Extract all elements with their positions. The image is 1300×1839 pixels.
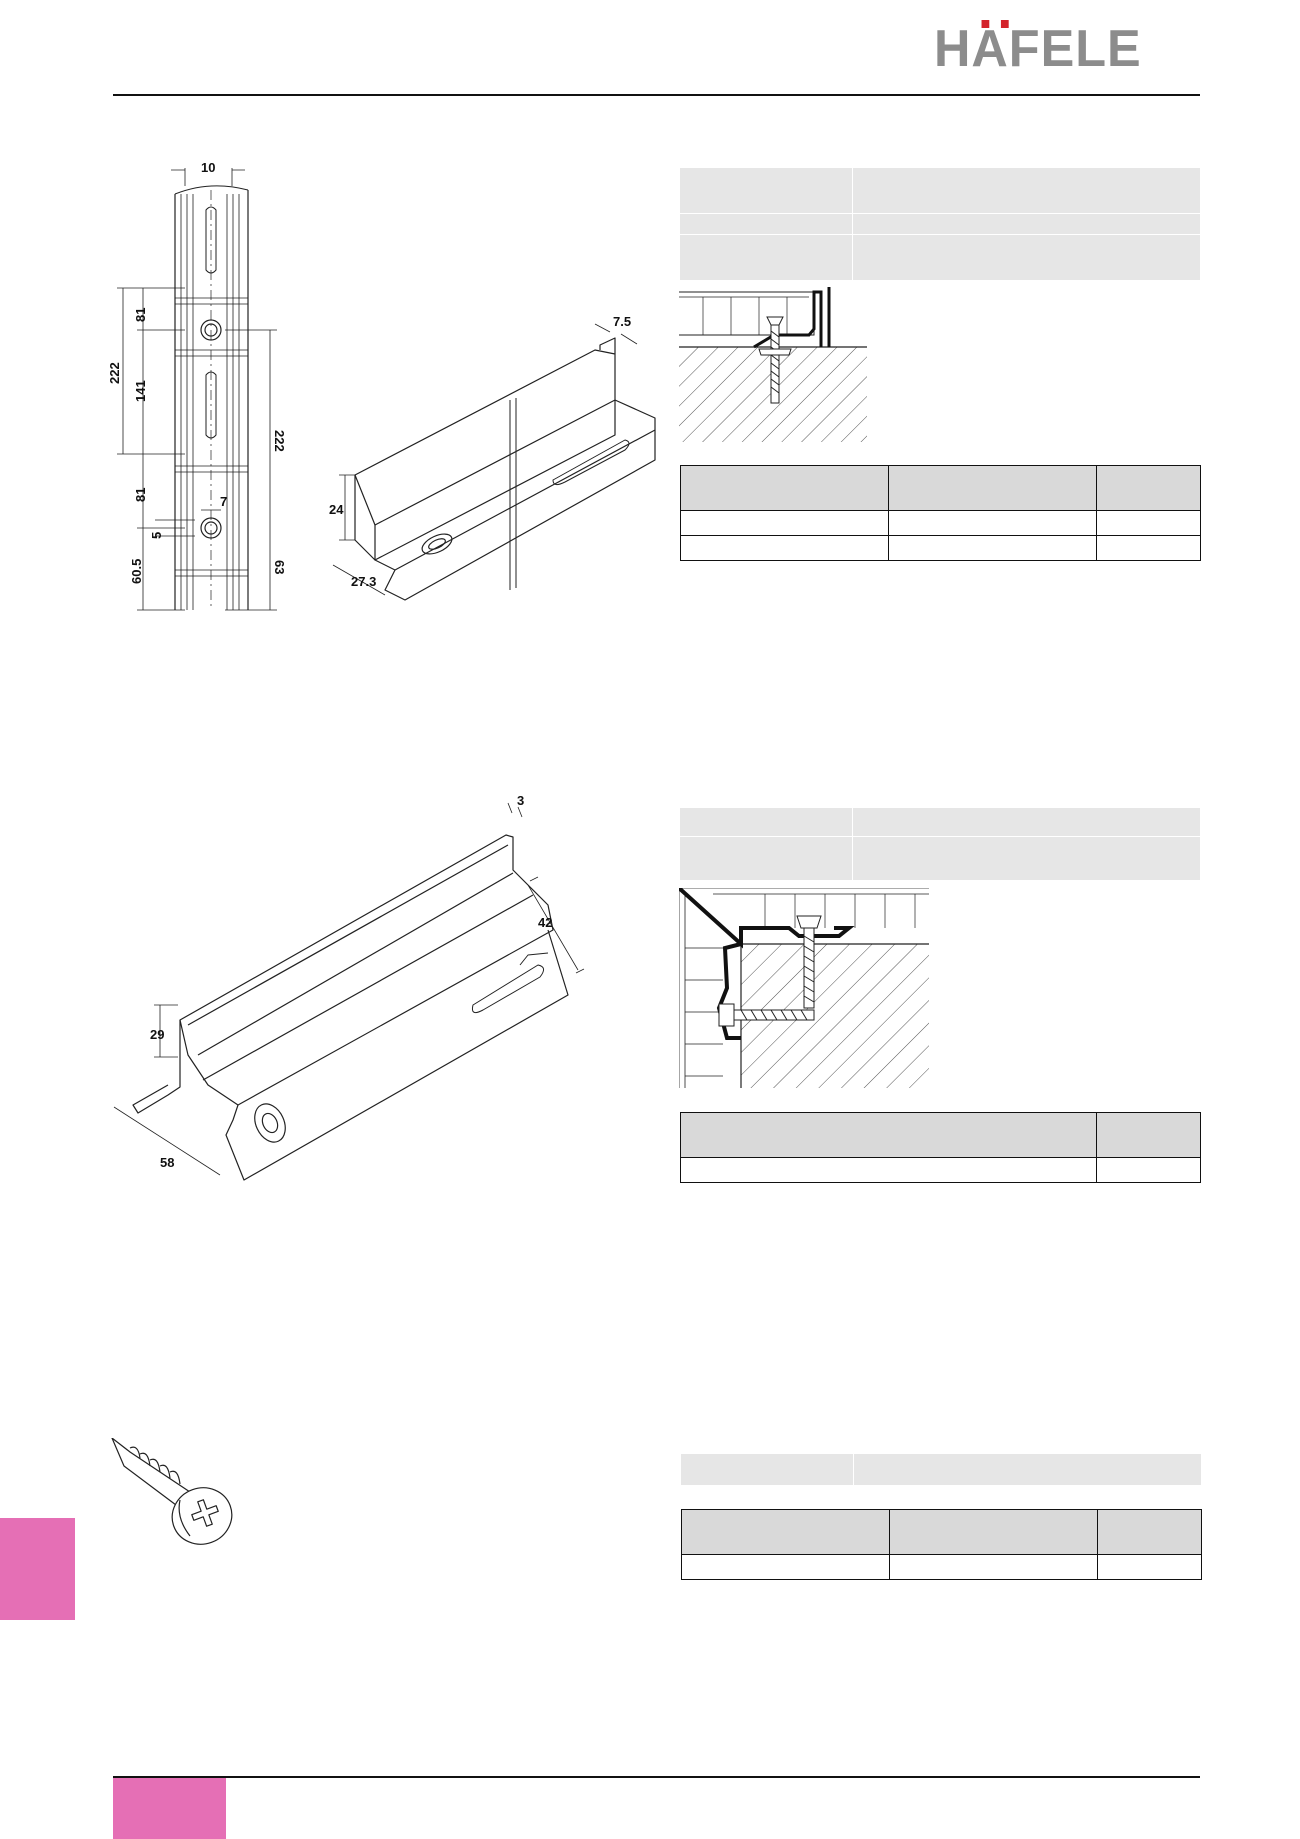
dim-label: 60.5 <box>129 559 144 584</box>
mounting-detail-2-svg <box>679 888 929 1088</box>
dim-label: 5 <box>149 532 164 539</box>
table-cell <box>680 510 889 536</box>
dim-label: 27.3 <box>351 574 376 589</box>
table-header-cell <box>680 1112 1097 1158</box>
screw-drawing <box>110 1438 260 1548</box>
table-cell <box>1096 510 1201 536</box>
header-row-line <box>680 234 1200 235</box>
footer-tab <box>113 1778 226 1839</box>
dim-label: 7 <box>220 494 227 509</box>
dim-label: 10 <box>201 160 215 175</box>
table-cell <box>889 1554 1098 1580</box>
logo-letter-a: A <box>971 20 1009 78</box>
table-cell <box>680 1157 1097 1183</box>
dim-label: 7.5 <box>613 314 631 329</box>
footer-rule <box>113 1776 1200 1778</box>
table-header-cell <box>680 465 889 511</box>
info-header-1 <box>680 168 1200 280</box>
header-divider <box>852 168 853 280</box>
table-header-cell <box>681 1509 890 1555</box>
header-row-line <box>680 836 1200 837</box>
profile-front-svg: 10 81 222 141 222 81 7 5 60.5 63 <box>107 160 287 611</box>
table-cell <box>1096 535 1201 561</box>
mounting-detail-1-svg <box>679 287 867 442</box>
dim-label: 63 <box>272 560 287 574</box>
info-header-2 <box>680 808 1200 880</box>
dim-label: 58 <box>160 1155 174 1170</box>
screw-svg <box>111 1438 233 1545</box>
dim-label: 29 <box>150 1027 164 1042</box>
table-header-row <box>681 1509 1202 1555</box>
header-rule <box>113 94 1200 96</box>
table-cell <box>1097 1554 1202 1580</box>
header-divider <box>853 1454 854 1485</box>
table-cell <box>888 535 1097 561</box>
table-row <box>680 535 1201 561</box>
profile-iso-svg: 7.5 24 27.3 <box>329 314 656 601</box>
dim-label: 222 <box>107 362 122 384</box>
table-row <box>680 510 1201 536</box>
table-cell <box>681 1554 890 1580</box>
spec-table-2 <box>680 1112 1201 1183</box>
table-row <box>680 1157 1201 1183</box>
dim-label: 81 <box>133 488 148 502</box>
mounting-detail-1 <box>679 287 869 442</box>
profile-front-drawing: 10 81 222 141 222 81 7 5 60.5 63 <box>105 150 295 620</box>
mounting-detail-2 <box>679 888 929 1088</box>
dim-label: 42 <box>538 915 552 930</box>
table-header-row <box>680 465 1201 511</box>
table-header-cell <box>888 465 1097 511</box>
table-cell <box>888 510 1097 536</box>
dim-label: 3 <box>517 795 524 808</box>
spec-table-1 <box>680 465 1201 561</box>
table-row <box>681 1554 1202 1580</box>
table-header-cell <box>1096 1112 1201 1158</box>
table-cell <box>1096 1157 1201 1183</box>
corner-profile-svg: 3 42 29 58 <box>113 795 585 1181</box>
table-header-cell <box>1097 1509 1202 1555</box>
corner-profile-drawing: 3 42 29 58 <box>108 795 598 1195</box>
header-divider <box>852 808 853 880</box>
table-header-cell <box>1096 465 1201 511</box>
table-header-cell <box>889 1509 1098 1555</box>
section-tab <box>0 1518 75 1620</box>
spec-table-3 <box>681 1509 1202 1580</box>
dim-label: 141 <box>133 380 148 402</box>
header-row-line <box>680 213 1200 214</box>
table-cell <box>680 535 889 561</box>
logo-umlaut <box>979 20 1009 28</box>
dim-label: 24 <box>329 502 344 517</box>
profile-iso-drawing: 7.5 24 27.3 <box>325 310 670 610</box>
info-header-3 <box>681 1454 1201 1485</box>
dim-label: 81 <box>133 308 148 322</box>
dim-label: 222 <box>272 430 287 452</box>
table-header-row <box>680 1112 1201 1158</box>
